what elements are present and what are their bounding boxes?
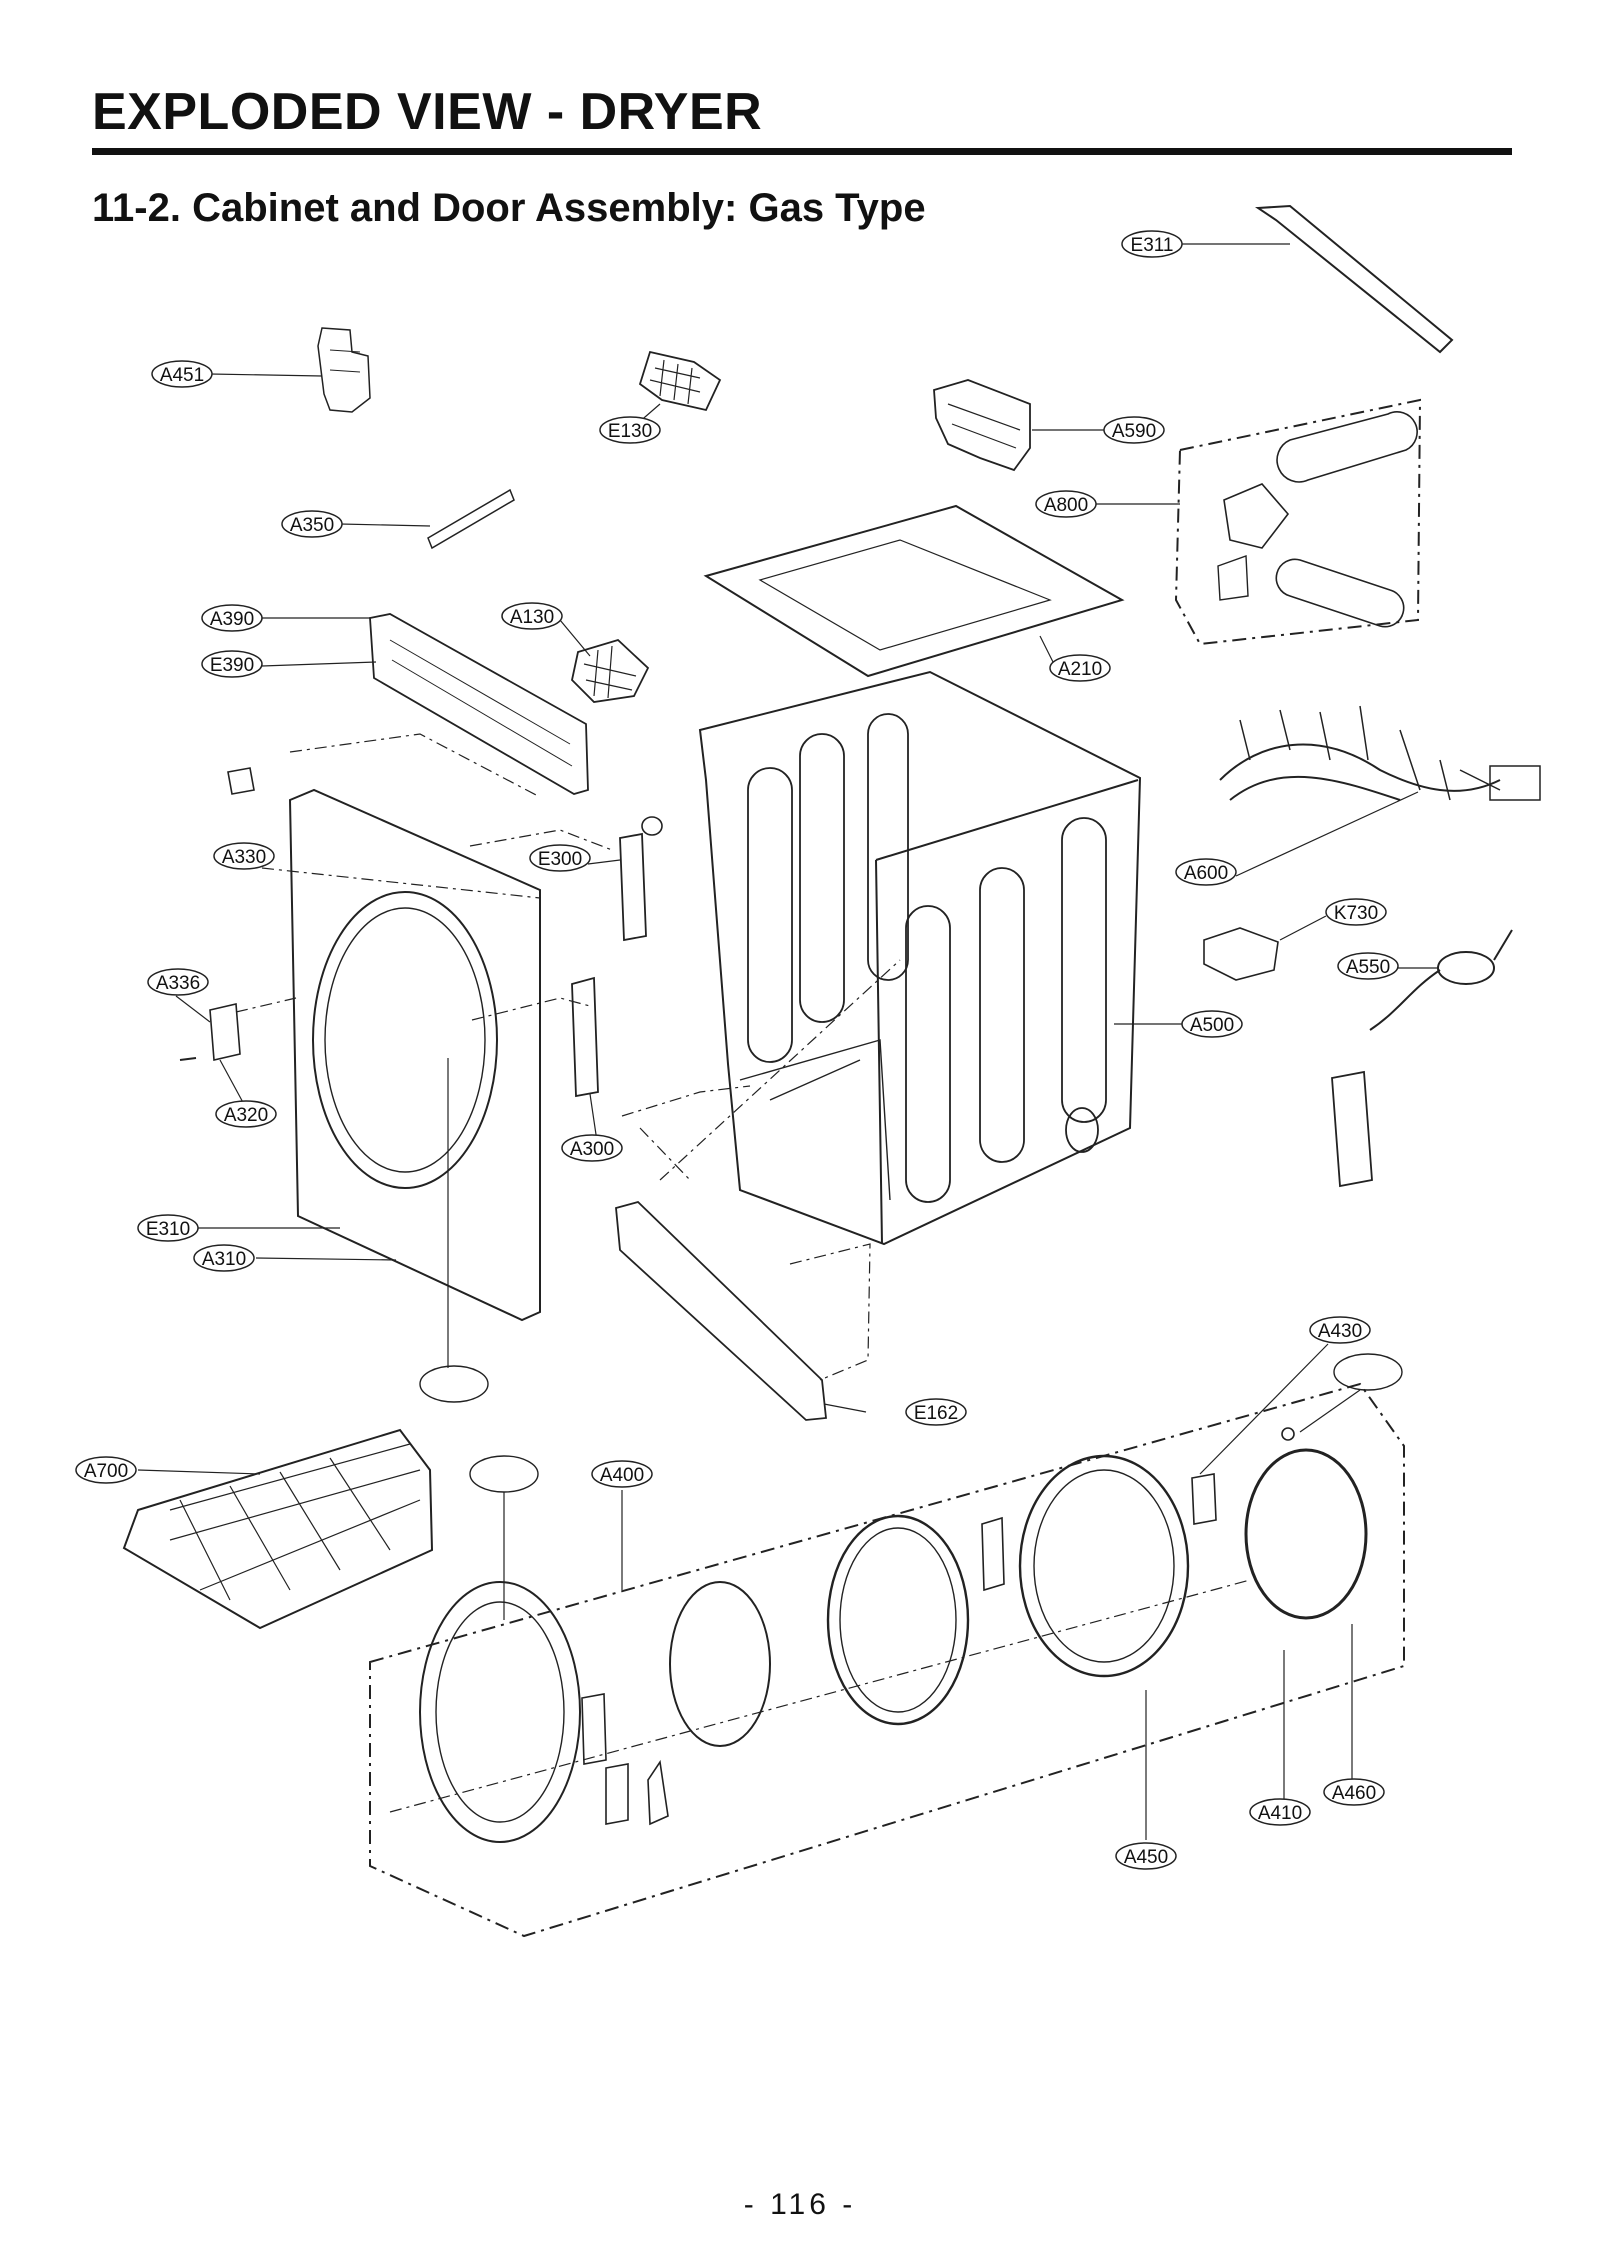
strip-part	[427, 488, 515, 550]
door-opening	[312, 891, 498, 1189]
svg-text:A800: A800	[1044, 495, 1088, 516]
callout-E300: E300	[529, 844, 591, 872]
harness-part	[1219, 743, 1501, 801]
callout-E390: E390	[201, 650, 263, 678]
callout-E310: E310	[137, 1214, 199, 1242]
callout-A300: A300	[561, 1134, 623, 1162]
svg-text:A330: A330	[222, 847, 266, 868]
door-assembly-box	[369, 1382, 1405, 1938]
section-title: 11-2. Cabinet and Door Assembly: Gas Typ…	[92, 186, 926, 230]
power-cord-part	[1437, 951, 1495, 985]
blank-callout-2	[469, 1455, 539, 1493]
svg-text:E130: E130	[608, 421, 652, 442]
callout-A451: A451	[151, 360, 213, 388]
svg-text:A410: A410	[1258, 1803, 1302, 1824]
title-rule	[92, 148, 1512, 155]
hinge-part-2	[571, 976, 599, 1098]
callout-A700: A700	[75, 1456, 137, 1484]
svg-text:A500: A500	[1190, 1015, 1234, 1036]
svg-text:E162: E162	[914, 1403, 958, 1424]
svg-text:K730: K730	[1334, 903, 1378, 924]
svg-text:A590: A590	[1112, 421, 1156, 442]
hinge-part	[619, 832, 647, 942]
callout-A410: A410	[1249, 1798, 1311, 1826]
callout-E311: E311	[1121, 230, 1183, 258]
callout-A460: A460	[1323, 1778, 1385, 1806]
callout-A320: A320	[215, 1100, 277, 1128]
svg-text:A336: A336	[156, 973, 200, 994]
svg-text:A430: A430	[1318, 1321, 1362, 1342]
svg-text:A130: A130	[510, 607, 554, 628]
filter-part	[638, 350, 722, 412]
svg-text:A350: A350	[290, 515, 334, 536]
callout-A330: A330	[213, 842, 275, 870]
svg-text:A300: A300	[570, 1139, 614, 1160]
svg-text:A400: A400	[600, 1465, 644, 1486]
callout-A336: A336	[147, 968, 209, 996]
svg-text:E390: E390	[210, 655, 254, 676]
page-title: EXPLODED VIEW - DRYER	[92, 83, 763, 141]
svg-text:E311: E311	[1131, 235, 1174, 256]
svg-text:A320: A320	[224, 1105, 268, 1126]
door-glass	[669, 1581, 771, 1747]
callout-A600: A600	[1175, 858, 1237, 886]
callout-A350: A350	[281, 510, 343, 538]
callout-E162: E162	[905, 1398, 967, 1426]
part-callouts: E311 A451 E130 A590 A800 A350 A390 E390 …	[75, 230, 1399, 1870]
svg-text:A450: A450	[1124, 1847, 1168, 1868]
svg-text:A600: A600	[1184, 863, 1228, 884]
housing-part	[1331, 1070, 1373, 1188]
callout-A390: A390	[201, 604, 263, 632]
lower-bracket-part	[615, 1200, 827, 1421]
callout-K730: K730	[1325, 898, 1387, 926]
callout-A450: A450	[1115, 1842, 1177, 1870]
svg-text:A210: A210	[1058, 659, 1102, 680]
door-gasket	[1244, 1448, 1368, 1620]
rear-bracket-part	[369, 613, 589, 795]
callout-A590: A590	[1103, 416, 1165, 444]
svg-text:E310: E310	[146, 1219, 190, 1240]
cover-part	[933, 379, 1031, 472]
bracket-part	[317, 327, 371, 413]
front-panel-part	[288, 788, 541, 1322]
svg-text:A460: A460	[1332, 1783, 1376, 1804]
callout-A210: A210	[1049, 654, 1111, 682]
svg-text:A550: A550	[1346, 957, 1390, 978]
callout-A400: A400	[591, 1460, 653, 1488]
latch-part	[209, 1003, 241, 1061]
svg-text:E300: E300	[538, 849, 582, 870]
door-inner-frame	[1018, 1454, 1190, 1678]
svg-text:A390: A390	[210, 609, 254, 630]
callout-A310: A310	[193, 1244, 255, 1272]
filter-part-2	[571, 638, 650, 703]
callout-A550: A550	[1337, 952, 1399, 980]
callout-A430: A430	[1309, 1316, 1371, 1344]
valve-part	[1203, 927, 1279, 981]
blank-callout-3	[1333, 1353, 1403, 1391]
top-plate-part	[703, 504, 1125, 678]
top-strip-part	[1254, 204, 1454, 354]
drying-rack-part	[122, 1428, 434, 1630]
door-outer-ring	[419, 1581, 581, 1843]
cabinet-part	[698, 670, 1142, 1246]
blank-callout	[419, 1365, 489, 1403]
svg-text:A700: A700	[84, 1461, 128, 1482]
svg-text:A451: A451	[160, 365, 204, 386]
page-number: - 116 -	[743, 2188, 857, 2221]
callout-E130: E130	[599, 416, 661, 444]
callout-A500: A500	[1181, 1010, 1243, 1038]
duct-kit-box	[1174, 398, 1422, 646]
clip-part	[227, 767, 255, 795]
callout-A130: A130	[501, 602, 563, 630]
svg-text:A310: A310	[202, 1249, 246, 1270]
callout-A800: A800	[1035, 490, 1097, 518]
